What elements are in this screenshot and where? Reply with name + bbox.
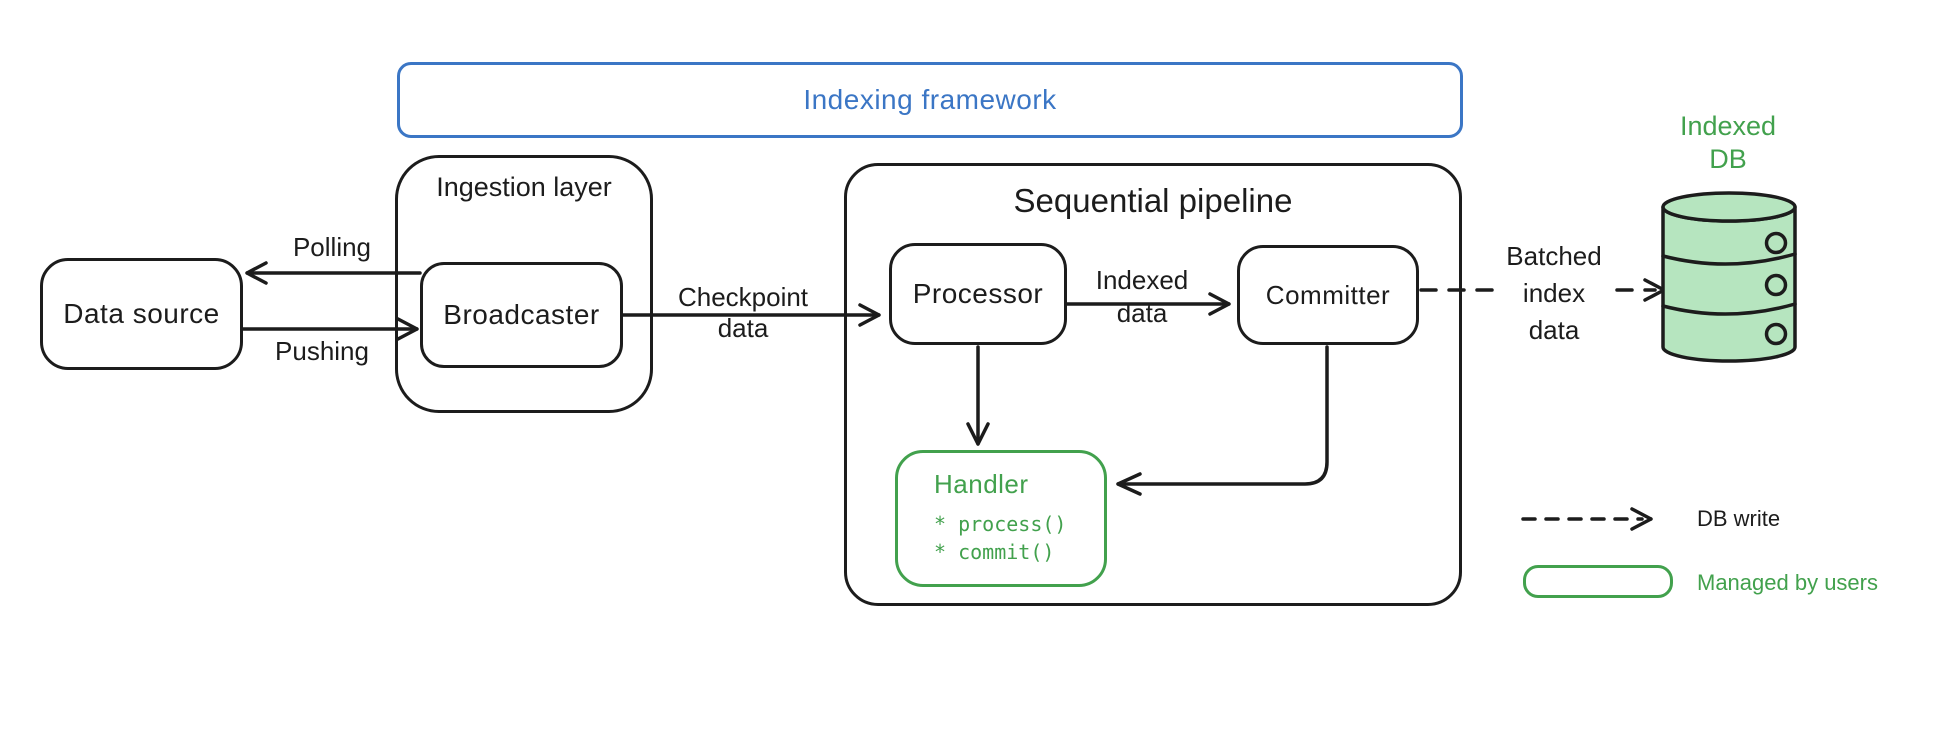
processor-to-handler-arrow — [966, 345, 990, 446]
handler-method-commit: * commit() — [934, 540, 1055, 564]
handler-method-process: * process() — [934, 512, 1067, 536]
committer-label: Committer — [1265, 279, 1391, 310]
data-source-label: Data source — [63, 298, 220, 329]
indexed-db-label: Indexed DB — [1679, 111, 1777, 174]
legend-db-write-label: DB write — [1697, 506, 1781, 531]
indexed-data-arrow — [1065, 292, 1231, 316]
ingestion-layer-title: Ingestion layer — [436, 172, 612, 202]
sequential-pipeline-title: Sequential pipeline — [1013, 182, 1293, 219]
indexed-data-edge-label: Indexed data — [1095, 265, 1189, 328]
checkpoint-data-edge-label: Checkpoint data — [677, 282, 809, 343]
polling-edge-label: Polling — [292, 232, 372, 262]
indexed-db-cylinder — [1661, 191, 1797, 363]
legend-db-write-arrow — [1521, 507, 1653, 531]
legend-managed-swatch — [1523, 565, 1673, 598]
checkpoint-data-arrow — [621, 303, 881, 327]
pushing-edge-label: Pushing — [275, 336, 369, 366]
committer-to-handler-arrow — [1116, 345, 1329, 496]
handler-label: Handler — [934, 469, 1029, 499]
data-source-node: Data source — [40, 258, 243, 370]
indexing-framework-box: Indexing framework — [397, 62, 1463, 138]
ingestion-layer-box: Ingestion layer — [395, 155, 653, 413]
batched-index-data-edge-label: Batched index data — [1496, 238, 1612, 349]
committer-node: Committer — [1237, 245, 1419, 345]
handler-node: Handler * process() * commit() — [895, 450, 1107, 587]
processor-node: Processor — [889, 243, 1067, 345]
polling-arrow — [245, 261, 422, 285]
legend-managed-by-users-label: Managed by users — [1697, 570, 1878, 595]
processor-label: Processor — [912, 278, 1044, 309]
pushing-arrow — [241, 317, 419, 341]
broadcaster-node: Broadcaster — [420, 262, 623, 368]
broadcaster-label: Broadcaster — [443, 299, 600, 330]
indexing-framework-title: Indexing framework — [803, 84, 1057, 115]
sequential-pipeline-box: Sequential pipeline — [844, 163, 1462, 606]
